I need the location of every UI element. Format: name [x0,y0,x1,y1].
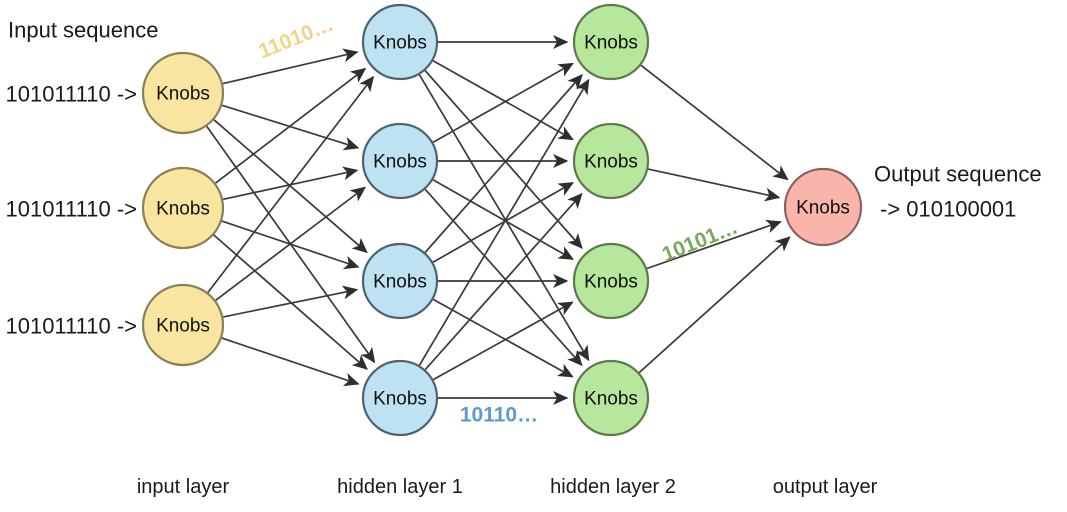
edge-weight-label-1: 11010… [255,13,336,64]
layer-caption-output-layer: output layer [773,476,878,498]
edge-hidden-layer-1-0-to-hidden-layer-2-1 [432,59,574,141]
edge-hidden-layer-1-1-to-hidden-layer-2-3 [424,188,583,367]
node-circle [572,122,650,200]
node-hidden-layer-2-4[interactable]: Knobs [572,359,650,437]
node-text: Knobs [584,152,638,173]
edge-input-layer-1-to-hidden-layer-1-0 [215,67,367,184]
node-hidden-layer-2-3[interactable]: Knobs [572,242,650,320]
node-circle [141,166,225,250]
node-circle [361,3,439,81]
edge-input-layer-2-to-hidden-layer-1-1 [215,186,366,301]
layer-caption-hidden-layer-1: hidden layer 1 [337,476,463,498]
node-text: Knobs [373,272,427,293]
edge-hidden-layer-1-3-to-hidden-layer-2-1 [424,192,583,371]
node-input-layer-1[interactable]: Knobs [141,51,225,135]
node-text: Knobs [373,33,427,54]
edge-hidden-layer-1-0-to-hidden-layer-2-2 [424,69,583,250]
node-hidden-layer-1-3[interactable]: Knobs [361,242,439,320]
edge-hidden-layer-1-2-to-hidden-layer-2-1 [432,182,574,263]
node-hidden-layer-2-2[interactable]: Knobs [572,122,650,200]
node-circle [141,51,225,135]
edge-hidden-layer-2-3-to-output-layer-0 [638,236,791,374]
node-output-layer-1[interactable]: Knobs [783,167,863,247]
node-text: Knobs [584,389,638,410]
edge-hidden-layer-1-2-to-hidden-layer-2-0 [424,73,583,254]
node-hidden-layer-1-2[interactable]: Knobs [361,122,439,200]
labels-group: 101011110 -> 101011110 -> 101011110 -> Inpu… [5,13,1041,498]
edge-input-layer-2-to-hidden-layer-1-3 [221,337,360,387]
edge-hidden-layer-2-2-to-output-layer-0 [646,219,782,270]
input-sequence-text-1: 101011110 -> [5,82,137,107]
edge-input-layer-2-to-hidden-layer-1-0 [207,75,375,294]
node-circle [783,167,863,247]
edge-input-layer-2-to-hidden-layer-1-2 [223,285,359,318]
edge-hidden-layer-1-1-to-hidden-layer-2-2 [432,179,574,260]
node-input-layer-2[interactable]: Knobs [141,166,225,250]
node-text: Knobs [156,84,210,105]
output-sequence-heading: Output sequence [874,162,1042,187]
edge-input-layer-1-to-hidden-layer-1-3 [213,234,368,370]
edge-weight-label-2: 10110… [460,404,538,427]
edge-hidden-layer-2-1-to-output-layer-0 [647,168,781,202]
node-hidden-layer-1-4[interactable]: Knobs [361,359,439,437]
node-text: Knobs [156,199,210,220]
edge-hidden-layer-1-3-to-hidden-layer-2-2 [432,301,574,381]
edge-hidden-layer-1-0-to-hidden-layer-2-3 [418,74,590,362]
node-text: Knobs [156,316,210,337]
edge-hidden-layer-1-1-to-hidden-layer-2-0 [432,62,574,144]
input-sequence-text-2: 101011110 -> [5,197,137,222]
layer-caption-input-layer: input layer [137,476,230,498]
node-circle [361,359,439,437]
edge-hidden-layer-1-3-to-hidden-layer-2-0 [418,78,590,366]
node-hidden-layer-1-1[interactable]: Knobs [361,3,439,81]
node-circle [361,122,439,200]
edge-weight-label-3: 10101… [659,215,741,266]
output-sequence-value: -> 010100001 [880,197,1016,222]
node-hidden-layer-2-1[interactable]: Knobs [572,3,650,81]
node-circle [572,3,650,81]
node-circle [141,283,225,367]
input-sequence-heading: Input sequence [8,18,158,43]
node-text: Knobs [373,389,427,410]
edge-hidden-layer-1-2-to-hidden-layer-2-3 [432,298,574,378]
node-text: Knobs [584,272,638,293]
nodes-group: KnobsKnobsKnobsKnobsKnobsKnobsKnobsKnobs… [141,3,863,437]
node-text: Knobs [373,152,427,173]
node-text: Knobs [796,198,850,219]
node-circle [572,242,650,320]
node-text: Knobs [584,33,638,54]
node-circle [361,242,439,320]
node-input-layer-3[interactable]: Knobs [141,283,225,367]
edge-input-layer-0-to-hidden-layer-1-0 [222,48,359,85]
layer-caption-hidden-layer-2: hidden layer 2 [550,476,676,498]
input-sequence-text-3: 101011110 -> [5,314,137,339]
edge-hidden-layer-2-0-to-output-layer-0 [640,64,789,181]
edges-group [206,35,791,405]
node-circle [572,359,650,437]
